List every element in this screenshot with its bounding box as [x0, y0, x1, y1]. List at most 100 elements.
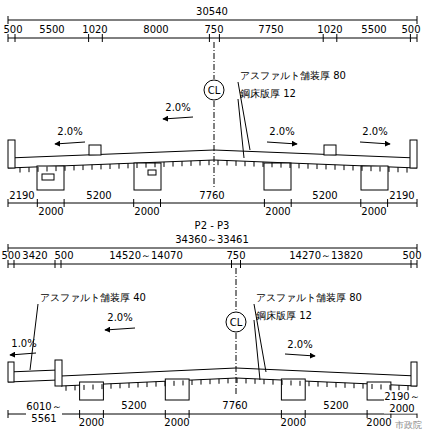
drawing-stroke [381, 384, 382, 389]
drawing-stroke [318, 382, 319, 387]
drawing-stroke [362, 166, 363, 171]
drawing-stroke [390, 385, 391, 390]
drawing-stroke [164, 162, 165, 167]
drawing-stroke [47, 166, 48, 171]
drawing-stroke [110, 164, 111, 169]
dimension-text: 34360～33461 [175, 234, 249, 246]
dimension-text: 5200 [86, 190, 111, 202]
drawing-stroke [133, 199, 134, 207]
dimension-text: 500 [402, 250, 421, 262]
drawing-stroke [129, 383, 130, 388]
dimension-text: 5200 [121, 400, 146, 412]
drawing-stroke [120, 383, 121, 388]
drawing-stroke [227, 161, 228, 166]
drawing-stroke [236, 161, 237, 166]
drawing-stroke [389, 167, 390, 172]
dimension-text: 7750 [258, 24, 283, 36]
drawing-stroke [83, 165, 84, 170]
drawing-stroke [254, 162, 255, 167]
drawing-stroke [300, 381, 301, 386]
dimension-text: 2000 [164, 417, 189, 429]
drawing-stroke [363, 384, 364, 389]
drawing-stroke [367, 410, 368, 418]
drawing-stroke [317, 164, 318, 169]
dimension-text: 5200 [323, 400, 348, 412]
drawing-stroke [354, 383, 355, 388]
drawing-stroke [8, 410, 9, 418]
drawing-stroke [189, 410, 190, 418]
dimension-text: 2190～ 2000 [384, 391, 420, 414]
drawing-stroke [228, 378, 229, 383]
dimension-text: 2.0% [165, 102, 190, 114]
centerline-circle: CL [225, 311, 247, 333]
drawing-stroke [101, 164, 102, 169]
drawing-stroke [308, 164, 309, 169]
dimension-text: 2000 [361, 206, 386, 218]
drawing-stroke [417, 16, 418, 24]
dimension-text: 2000 [38, 206, 63, 218]
drawing-stroke [75, 385, 76, 390]
drawing-stroke [165, 381, 166, 386]
drawing-stroke [37, 199, 38, 207]
dimension-text: 6010～ 5561 [26, 401, 62, 424]
drawing-stroke [417, 199, 418, 207]
drawing-stroke [20, 168, 21, 173]
drawing-stroke [299, 163, 300, 168]
drawing-stroke [183, 380, 184, 385]
note-text: アスファルト舗装厚 80 [240, 70, 346, 82]
drawing-stroke [64, 199, 65, 207]
drawing-stroke [255, 379, 256, 384]
drawing-stroke [160, 199, 161, 207]
dimension-text: 1.0% [11, 338, 36, 350]
drawing-stroke [147, 382, 148, 387]
dimension-text: 2.0% [57, 126, 82, 138]
dimension-text: 5200 [312, 190, 337, 202]
note-text: アスファルト舗装厚 40 [40, 292, 146, 304]
drawing-stroke [281, 410, 282, 418]
dimension-text: 5500 [361, 24, 386, 36]
drawing-stroke [387, 199, 388, 207]
drawing-stroke [281, 163, 282, 168]
drawing-stroke [309, 381, 310, 386]
dimension-text: P2 - P3 [195, 220, 230, 232]
drawing-stroke [246, 378, 247, 383]
dimension-text: 3420 [22, 250, 47, 262]
drawing-stroke [291, 380, 292, 385]
drawing-stroke [146, 163, 147, 168]
dimension-text: 2190 [9, 190, 34, 202]
drawing-stroke [273, 380, 274, 385]
drawing-stroke [138, 382, 139, 387]
dimension-text: 1020 [317, 24, 342, 36]
drawing-stroke [111, 384, 112, 389]
drawing-stroke [93, 385, 94, 390]
dimension-text: 2000 [134, 206, 159, 218]
drawing-stroke [272, 162, 273, 167]
dimension-text: 1020 [82, 24, 107, 36]
dimension-text: 500 [54, 250, 73, 262]
drawing-stroke [305, 410, 306, 418]
dimension-text: 2.0% [362, 126, 387, 138]
drawing-stroke [344, 165, 345, 170]
dimension-text: 2190 [389, 190, 414, 202]
drawing-stroke [74, 165, 75, 170]
drawing-stroke [209, 160, 210, 165]
dimension-text: 30540 [196, 6, 228, 18]
drawing-stroke [8, 199, 9, 207]
drawing-stroke [218, 160, 219, 165]
drawing-stroke [201, 380, 202, 385]
drawing-stroke [245, 161, 246, 166]
centerline-mark: CL [203, 79, 225, 101]
drawing-stroke [371, 166, 372, 171]
watermark: 市政院 [395, 420, 422, 430]
drawing-stroke [66, 386, 67, 391]
dimension-text: 7760 [199, 190, 224, 202]
dimension-text: 14520～14070 [109, 250, 183, 262]
drawing-stroke [56, 166, 57, 171]
dimension-text: 2000 [281, 417, 306, 429]
drawing-stroke [191, 161, 192, 166]
drawing-stroke [327, 382, 328, 387]
drawing-stroke [102, 384, 103, 389]
drawing-stroke [174, 381, 175, 386]
dimension-text: 500 [401, 24, 420, 36]
